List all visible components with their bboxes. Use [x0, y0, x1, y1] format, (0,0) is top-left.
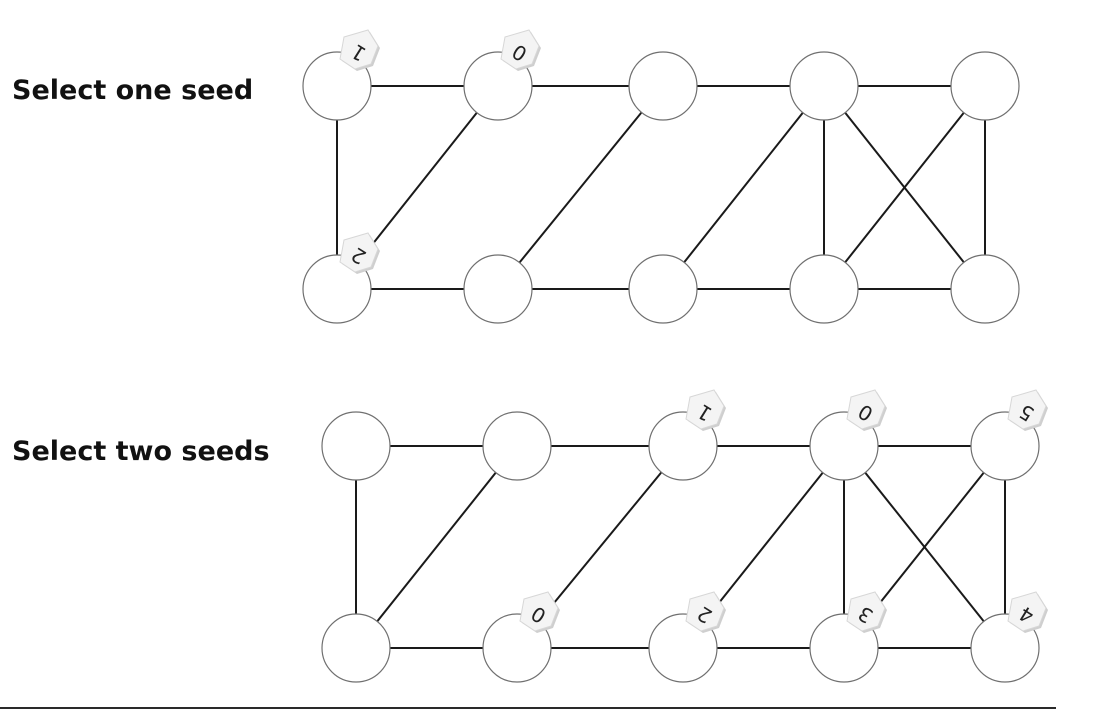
seed-tag: 1 [685, 389, 726, 431]
graph-edge [497, 85, 664, 290]
graph-node [950, 51, 1020, 121]
section-heading-one-seed: Select one seed [12, 75, 254, 106]
graph-node [482, 411, 552, 481]
graph-node [789, 254, 859, 324]
seed-tag: 5 [1007, 389, 1048, 431]
seed-tag: 2 [339, 232, 380, 274]
graph-node [628, 51, 698, 121]
graph-edge [662, 85, 825, 290]
seed-tag: 3 [846, 591, 887, 633]
section-heading-two-seeds: Select two seeds [12, 436, 270, 467]
graph-node [789, 51, 859, 121]
graph-node [628, 254, 698, 324]
seed-tag: 0 [846, 389, 887, 431]
bottom-divider [0, 707, 1056, 709]
seed-tag: 1 [339, 29, 380, 71]
seed-tag: 4 [1007, 591, 1048, 633]
graph-node [463, 254, 533, 324]
graph-node [321, 411, 391, 481]
seed-tag: 2 [685, 591, 726, 633]
graph-edge [823, 85, 986, 290]
graph-node [321, 613, 391, 683]
graph-node [950, 254, 1020, 324]
seed-tag: 0 [519, 591, 560, 633]
seed-tag: 0 [500, 29, 541, 71]
graph-section-1: 1 0 2 [302, 29, 1020, 324]
graph-edge [355, 445, 518, 649]
